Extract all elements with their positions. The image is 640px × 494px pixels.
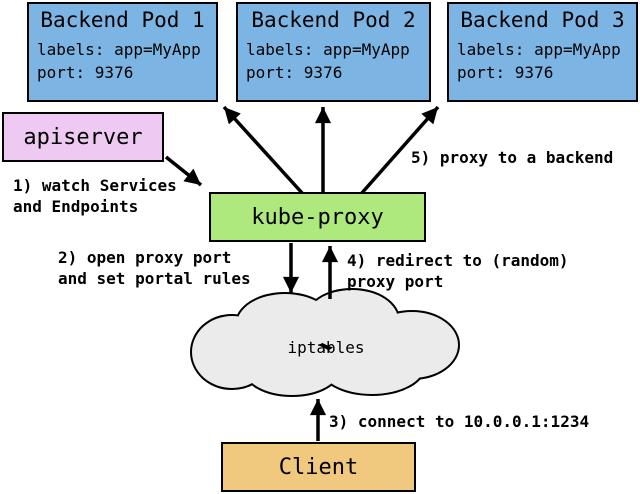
step-4-line-2: proxy port: [347, 272, 444, 291]
backend-pod-2-port: port: 9376: [246, 63, 343, 82]
step-3-line-1: 3) connect to 10.0.0.1:1234: [329, 412, 590, 431]
kube-proxy-box: kube-proxy: [209, 192, 426, 242]
step-5-line-1: 5) proxy to a backend: [411, 148, 614, 167]
step-1-label: 1) watch Services and Endpoints: [13, 175, 177, 217]
backend-pod-2-box: Backend Pod 2 labels: app=MyApp port: 93…: [236, 2, 431, 102]
step-2-line-1: 2) open proxy port: [58, 248, 232, 267]
backend-pod-1-box: Backend Pod 1 labels: app=MyApp port: 93…: [27, 2, 218, 102]
backend-pod-2-title: Backend Pod 2: [251, 8, 416, 32]
step-2-line-2: and set portal rules: [58, 269, 251, 288]
apiserver-box: apiserver: [2, 112, 164, 162]
step-1-line-1: 1) watch Services: [13, 176, 177, 195]
iptables-cloud: [190, 288, 460, 397]
step-5-label: 5) proxy to a backend: [411, 147, 613, 168]
client-label: Client: [278, 454, 359, 480]
step-3-label: 3) connect to 10.0.0.1:1234: [329, 411, 589, 432]
kube-proxy-label: kube-proxy: [251, 204, 384, 230]
backend-pod-1-port: port: 9376: [37, 63, 134, 82]
step-4-line-1: 4) redirect to (random): [347, 251, 569, 270]
backend-pod-3-box: Backend Pod 3 labels: app=MyApp port: 93…: [447, 2, 638, 102]
arrow-kubeproxy-to-pod1: [222, 105, 305, 196]
backend-pod-2-labels: labels: app=MyApp: [246, 40, 410, 59]
backend-pod-1-labels: labels: app=MyApp: [37, 40, 201, 59]
backend-pod-3-port: port: 9376: [457, 63, 554, 82]
step-1-line-2: and Endpoints: [13, 197, 139, 216]
backend-pod-3-title: Backend Pod 3: [460, 8, 625, 32]
arrow-apiserver-to-kubeproxy: [164, 155, 203, 187]
step-2-label: 2) open proxy port and set portal rules: [58, 247, 251, 289]
client-box: Client: [221, 442, 416, 492]
iptables-label: iptables: [287, 338, 365, 357]
apiserver-label: apiserver: [23, 124, 143, 150]
backend-pod-3-labels: labels: app=MyApp: [457, 40, 621, 59]
step-4-label: 4) redirect to (random) proxy port: [347, 250, 569, 292]
backend-pod-1-title: Backend Pod 1: [40, 8, 205, 32]
arrow-kubeproxy-to-pod3: [359, 105, 440, 196]
